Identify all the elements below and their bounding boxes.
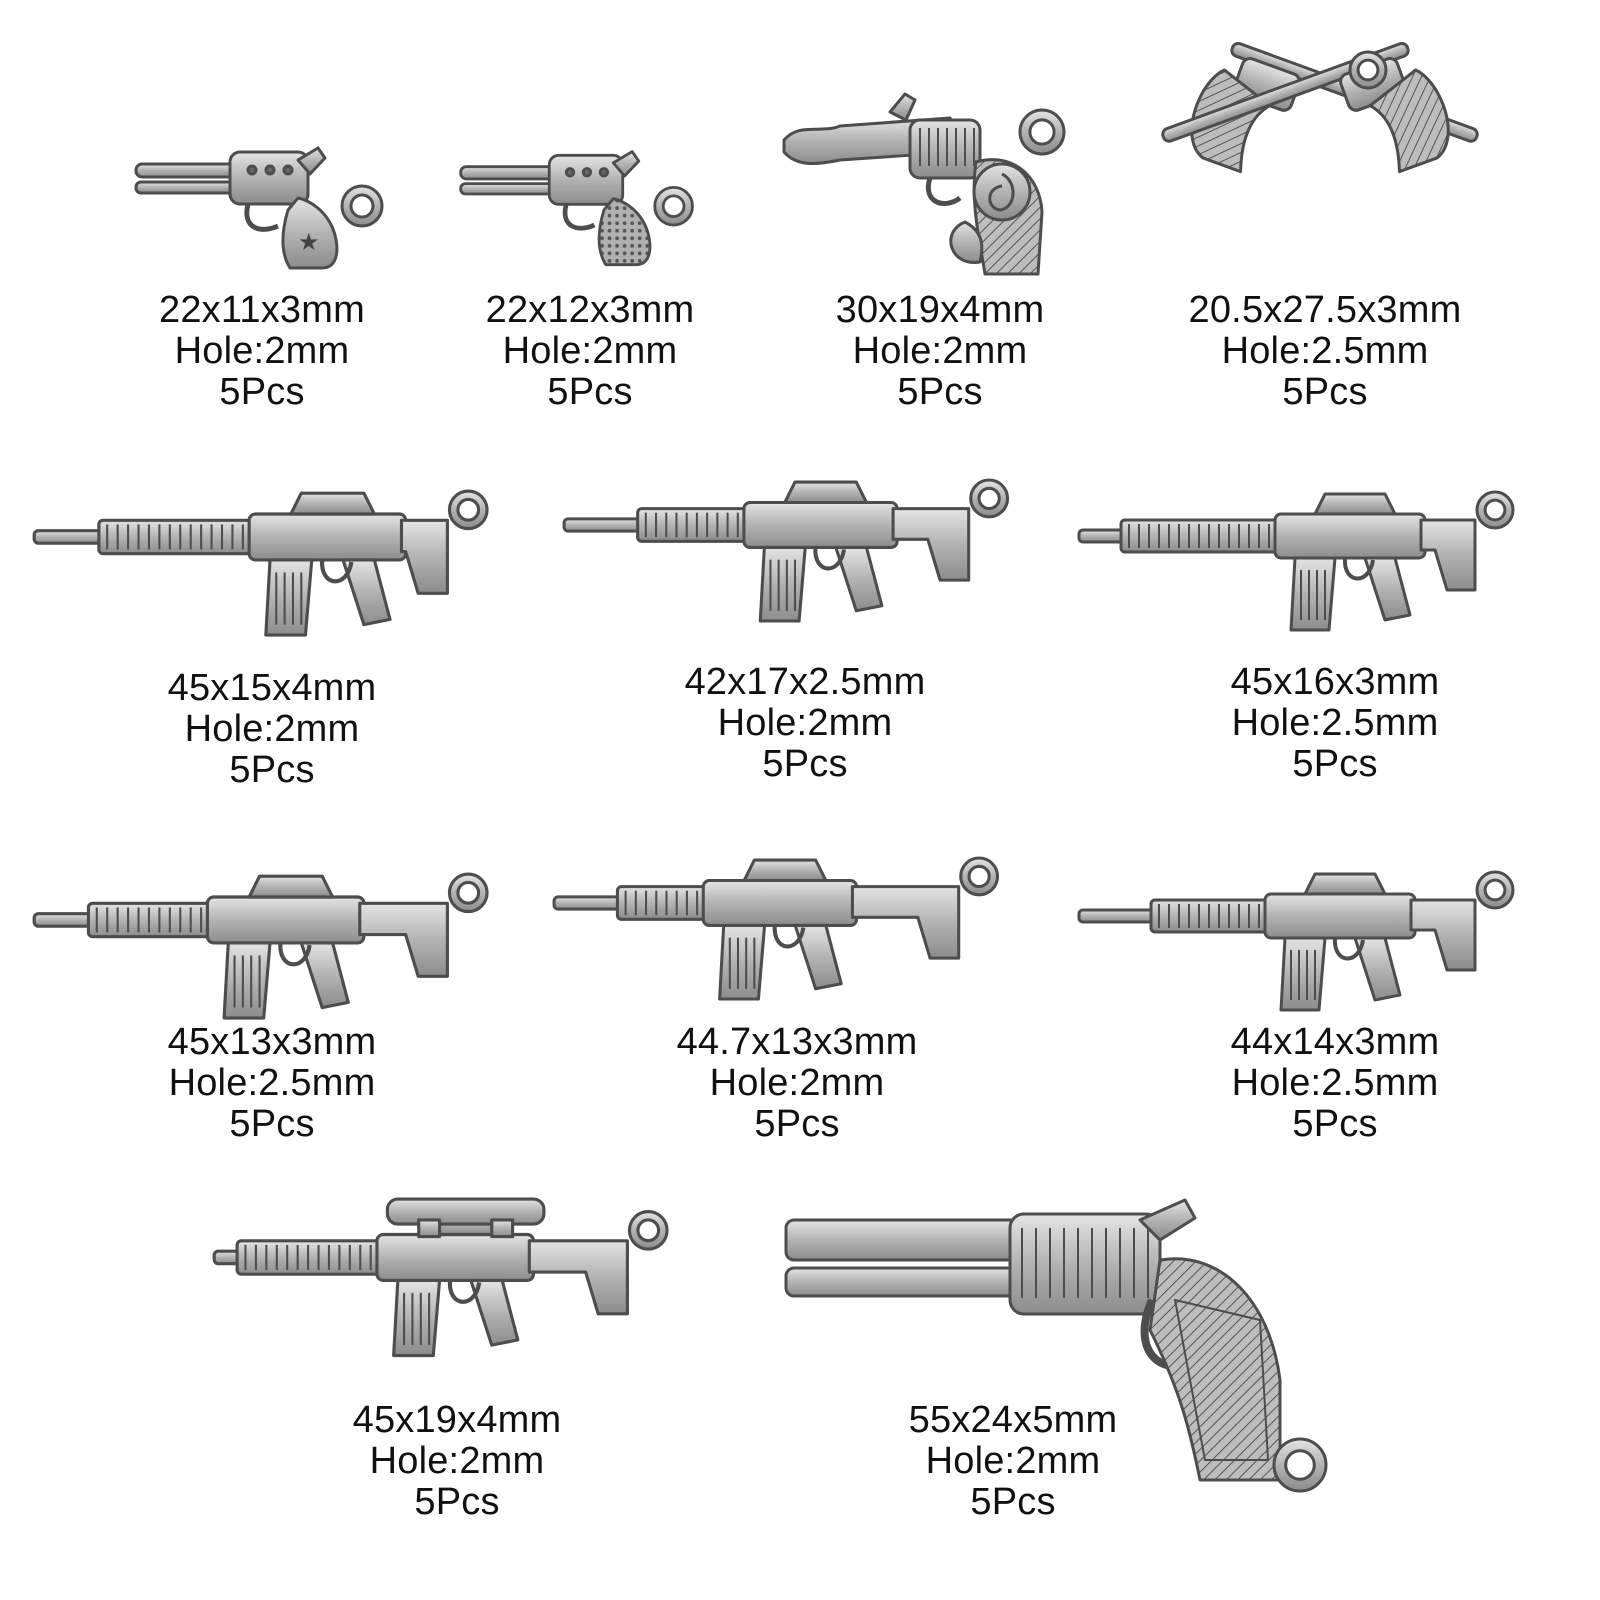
charm-qty-label: 5Pcs — [229, 749, 315, 791]
charm-size-label: 45x19x4mm — [352, 1399, 562, 1441]
rifle-scar-light-charm-image — [1075, 860, 1535, 1020]
charm-qty-label: 5Pcs — [897, 371, 983, 413]
revolver-large-charm-image — [780, 1190, 1340, 1510]
charm-hole-label: Hole:2mm — [852, 330, 1028, 372]
charm-size-label: 22x12x3mm — [485, 289, 695, 331]
charm-hole-label: Hole:2mm — [369, 1440, 545, 1482]
rifle-scoped-charm-image — [210, 1190, 690, 1375]
charm-hole-label: Hole:2mm — [502, 330, 678, 372]
charm-size-label: 44x14x3mm — [1230, 1021, 1440, 1063]
revolver-small-star-charm-image: ★ — [130, 140, 390, 280]
charm-qty-label: 5Pcs — [970, 1481, 1056, 1523]
charm-size-label: 30x19x4mm — [835, 289, 1045, 331]
rifle-g3-charm-image — [560, 462, 1030, 637]
charm-qty-label: 5Pcs — [229, 1103, 315, 1145]
rifle-bullpup-charm-image — [550, 840, 1020, 1015]
charm-hole-label: Hole:2.5mm — [168, 1062, 376, 1104]
charm-hole-label: Hole:2mm — [717, 702, 893, 744]
charm-size-label: 55x24x5mm — [908, 1399, 1118, 1441]
charm-size-label: 22x11x3mm — [159, 289, 365, 331]
charm-hole-label: Hole:2.5mm — [1231, 702, 1439, 744]
charm-qty-label: 5Pcs — [547, 371, 633, 413]
charm-qty-label: 5Pcs — [754, 1103, 840, 1145]
charm-hole-label: Hole:2mm — [174, 330, 350, 372]
charm-size-label: 45x15x4mm — [167, 667, 377, 709]
charm-size-label: 20.5x27.5x3mm — [1188, 289, 1462, 331]
rifle-ar-charm-image — [30, 478, 510, 646]
rifle-scar-charm-image — [1075, 480, 1535, 640]
charm-qty-label: 5Pcs — [414, 1481, 500, 1523]
charm-size-label: 45x16x3mm — [1230, 661, 1440, 703]
crossed-revolvers-charm-image — [1160, 41, 1480, 273]
rifle-m4-charm-image — [30, 860, 510, 1030]
charm-hole-label: Hole:2mm — [925, 1440, 1101, 1482]
charm-qty-label: 5Pcs — [1292, 1103, 1378, 1145]
flintlock-rose-pistol-charm-image — [780, 82, 1080, 277]
charm-qty-label: 5Pcs — [219, 371, 305, 413]
charm-qty-label: 5Pcs — [762, 743, 848, 785]
charm-size-label: 45x13x3mm — [167, 1021, 377, 1063]
charm-hole-label: Hole:2.5mm — [1221, 330, 1429, 372]
svg-text:★: ★ — [298, 229, 320, 256]
revolver-small-dotted-charm-image — [455, 140, 700, 280]
charm-hole-label: Hole:2.5mm — [1231, 1062, 1439, 1104]
charm-qty-label: 5Pcs — [1282, 371, 1368, 413]
charm-hole-label: Hole:2mm — [184, 708, 360, 750]
charm-hole-label: Hole:2mm — [709, 1062, 885, 1104]
charm-size-label: 42x17x2.5mm — [684, 661, 926, 703]
charm-size-label: 44.7x13x3mm — [676, 1021, 918, 1063]
charm-qty-label: 5Pcs — [1292, 743, 1378, 785]
